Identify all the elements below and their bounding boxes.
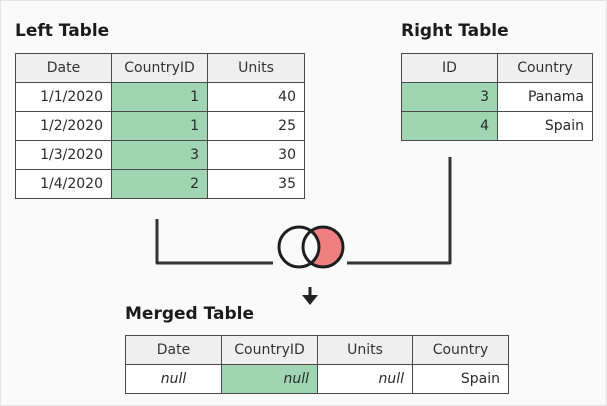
merged-table-header-row: Date CountryID Units Country (125, 335, 509, 365)
units-cell: 40 (207, 82, 305, 112)
units-cell: 35 (207, 169, 305, 199)
left-table: Date CountryID Units 1/1/2020 1 40 1/2/2… (15, 53, 305, 199)
column-header: Country (412, 335, 509, 365)
date-cell: 1/4/2020 (15, 169, 112, 199)
column-header: Date (15, 53, 112, 83)
column-header: Units (207, 53, 305, 83)
right-table-title: Right Table (401, 21, 509, 41)
date-cell: 1/2/2020 (15, 111, 112, 141)
table-row: 4 Spain (401, 111, 593, 141)
country-cell: Panama (497, 82, 593, 112)
units-cell: 25 (207, 111, 305, 141)
arrow-down-icon (302, 287, 318, 305)
units-cell: null (317, 364, 413, 394)
country-cell: Spain (412, 364, 509, 394)
column-header: Country (497, 53, 593, 83)
column-header: CountryID (221, 335, 318, 365)
country-cell: Spain (497, 111, 593, 141)
left-table-title: Left Table (15, 21, 110, 41)
merged-table-title: Merged Table (125, 304, 255, 324)
right-connector-line (347, 157, 452, 265)
merged-table: Date CountryID Units Country null null n… (125, 335, 509, 394)
column-header: Units (317, 335, 413, 365)
table-row: null null null Spain (125, 364, 509, 394)
table-row: 1/2/2020 1 25 (15, 111, 305, 141)
right-table-header-row: ID Country (401, 53, 593, 83)
right-table: ID Country 3 Panama 4 Spain (401, 53, 593, 141)
date-cell: 1/3/2020 (15, 140, 112, 170)
key-cell: 1 (111, 111, 208, 141)
left-table-header-row: Date CountryID Units (15, 53, 305, 83)
key-cell: 1 (111, 82, 208, 112)
key-cell: 4 (401, 111, 498, 141)
table-row: 3 Panama (401, 82, 593, 112)
left-connector-line (155, 219, 273, 265)
key-cell: null (221, 364, 318, 394)
units-cell: 30 (207, 140, 305, 170)
right-anti-join-venn-icon (277, 225, 345, 269)
column-header: ID (401, 53, 498, 83)
key-cell: 3 (111, 140, 208, 170)
key-cell: 3 (401, 82, 498, 112)
key-cell: 2 (111, 169, 208, 199)
column-header: Date (125, 335, 222, 365)
table-row: 1/4/2020 2 35 (15, 169, 305, 199)
table-row: 1/1/2020 1 40 (15, 82, 305, 112)
date-cell: null (125, 364, 222, 394)
table-row: 1/3/2020 3 30 (15, 140, 305, 170)
